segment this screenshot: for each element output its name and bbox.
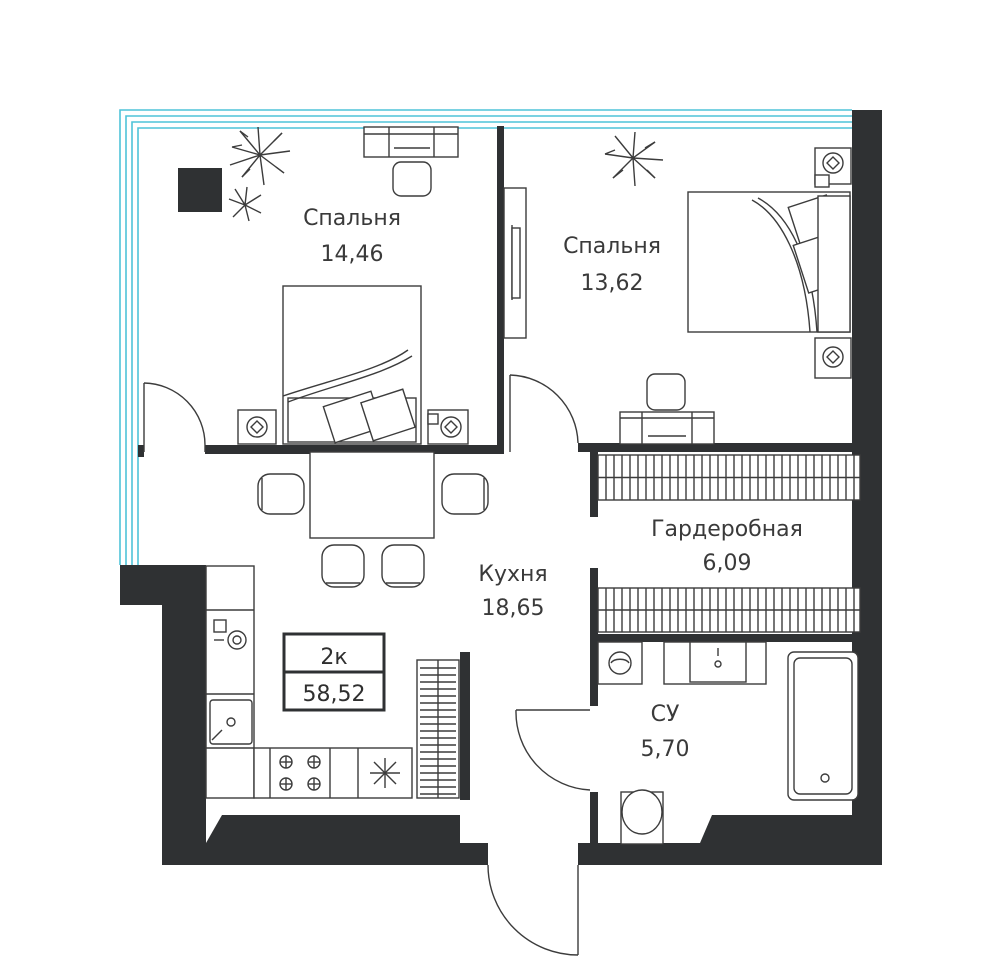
room-area-dressing: 6,09 <box>703 551 752 576</box>
room-name-bathroom: СУ <box>651 702 680 727</box>
pillar <box>178 168 222 212</box>
room-area-kitchen: 18,65 <box>482 596 545 621</box>
room-area-bathroom: 5,70 <box>641 737 690 762</box>
chair-icon <box>646 373 686 411</box>
room-name-kitchen: Кухня <box>478 562 547 587</box>
bedroom-2-door <box>509 374 579 452</box>
sink-icon <box>209 699 253 745</box>
window-glazing <box>119 109 852 565</box>
bedroom-2-furniture <box>604 131 852 445</box>
nightstand-icon <box>427 409 469 445</box>
toilet-icon <box>620 789 664 845</box>
chair-icon <box>381 544 425 588</box>
dressing-room-shelves <box>597 454 861 633</box>
room-area-bedroom-2: 13,62 <box>581 271 644 296</box>
apartment-total-area: 58,52 <box>303 682 366 707</box>
bathroom-fixtures <box>597 641 859 845</box>
chair-icon <box>392 161 432 197</box>
washing-machine-icon <box>597 641 643 685</box>
nightstand-icon <box>814 337 852 379</box>
dining-table-icon <box>309 451 435 539</box>
plant-icon <box>229 126 291 186</box>
room-labels: Спальня 14,46 Спальня 13,62 Гардеробная … <box>303 206 803 762</box>
room-name-bedroom-2: Спальня <box>563 234 661 259</box>
bedroom-1-furniture <box>178 126 469 445</box>
chair-icon <box>257 473 305 515</box>
entrance-door <box>487 864 579 956</box>
nightstand-icon <box>814 147 852 188</box>
bathtub-icon <box>787 651 859 801</box>
nightstand-icon <box>237 409 277 445</box>
bed-icon <box>687 191 851 333</box>
room-name-dressing: Гардеробная <box>651 517 803 542</box>
plant-icon <box>604 131 664 187</box>
bedroom-1-door <box>143 382 206 452</box>
room-name-bedroom-1: Спальня <box>303 206 401 231</box>
fridge-icon <box>370 758 400 788</box>
tv-icon <box>503 187 527 339</box>
desk-icon <box>363 126 459 158</box>
bed-icon <box>282 285 422 445</box>
kitchen-furniture <box>205 451 489 799</box>
plant-icon <box>228 186 262 222</box>
washing-machine-icon <box>213 619 247 650</box>
sink-icon <box>663 641 767 685</box>
radiator-icon <box>416 659 460 799</box>
desk-icon <box>619 411 715 445</box>
room-area-bedroom-1: 14,46 <box>321 242 384 267</box>
stove-icon <box>279 755 321 791</box>
chair-icon <box>321 544 365 588</box>
apartment-type: 2к <box>320 645 347 670</box>
apartment-summary-box: 2к 58,52 <box>282 632 386 712</box>
chair-icon <box>441 473 489 515</box>
bathroom-door <box>515 709 591 791</box>
